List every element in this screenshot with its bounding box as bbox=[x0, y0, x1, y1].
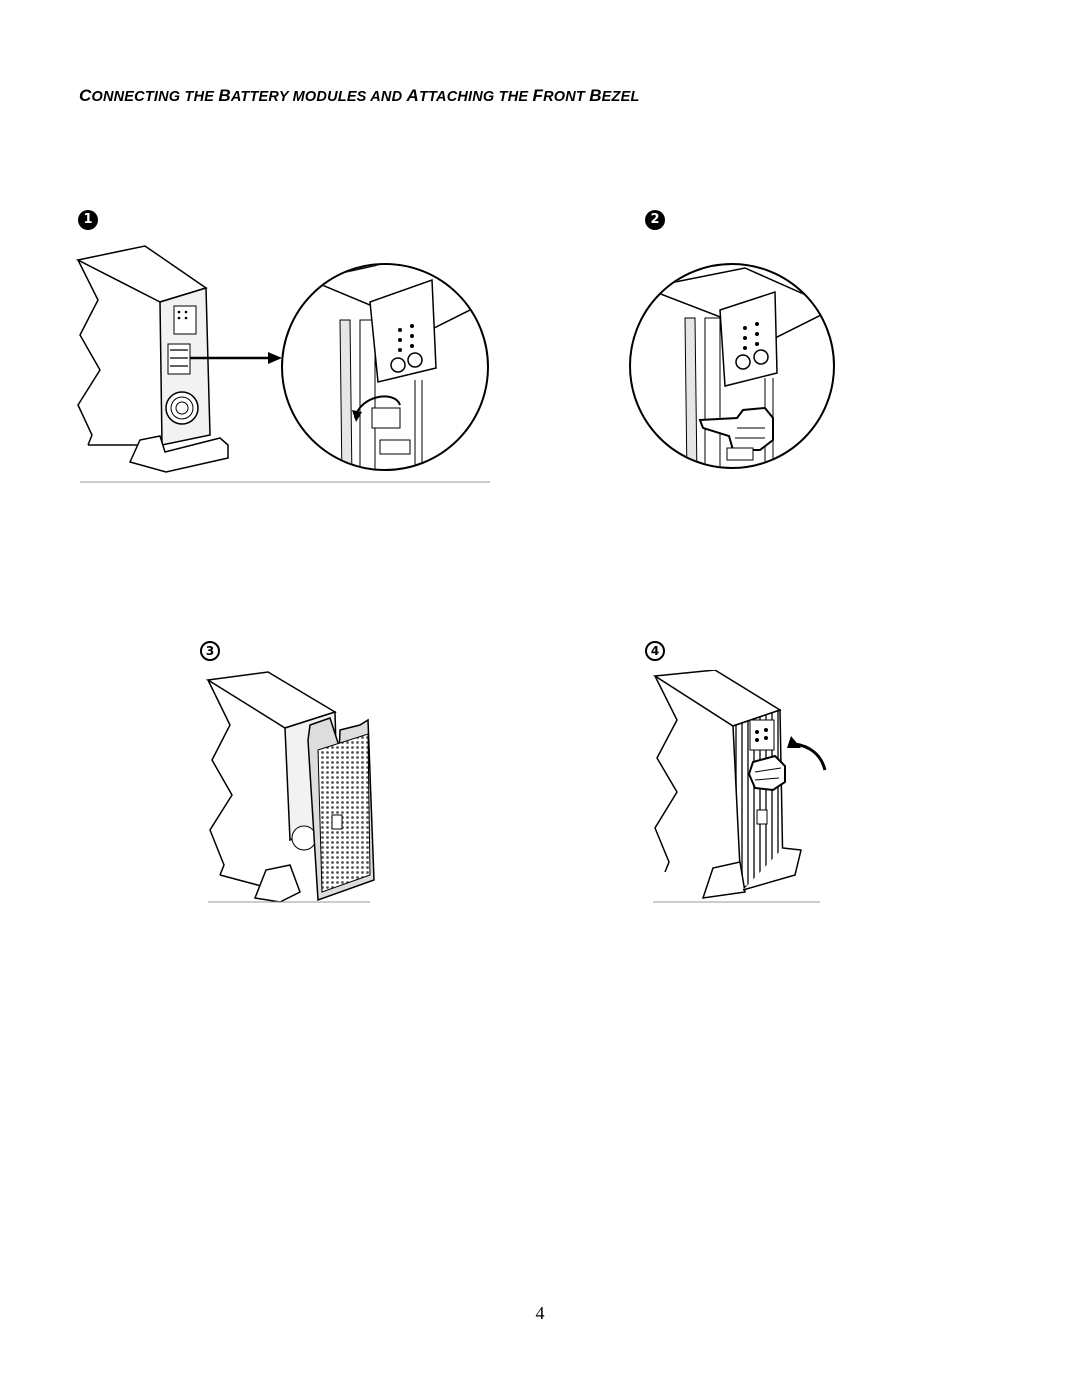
figure-step-1 bbox=[75, 245, 490, 483]
step-marker-4: 4 bbox=[645, 641, 665, 661]
page-number: 4 bbox=[535, 1303, 545, 1323]
step-marker-2: 2 bbox=[645, 210, 665, 230]
section-title: CONNECTING THE BATTERY MODULES AND ATTAC… bbox=[79, 86, 640, 105]
figure-step-2 bbox=[629, 263, 835, 469]
figure-step-3 bbox=[205, 671, 375, 903]
step-marker-3: 3 bbox=[200, 641, 220, 661]
figure-step-4 bbox=[652, 670, 827, 903]
step-marker-1: 1 bbox=[78, 210, 98, 230]
